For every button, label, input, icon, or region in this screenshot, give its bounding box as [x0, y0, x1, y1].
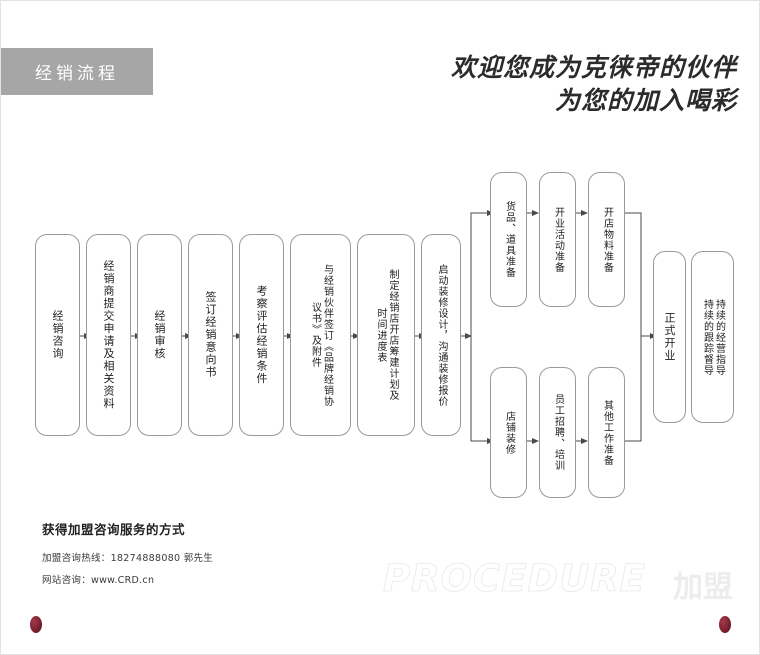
flow-node[interactable]: 与经销伙伴签订《品牌经销协 议书》及附件	[290, 234, 351, 436]
footer-website: 网站咨询：www.CRD.cn	[42, 575, 155, 586]
flow-node[interactable]: 经销审核	[137, 234, 182, 436]
flow-node-label: 签订经销意向书	[204, 291, 217, 379]
flow-node[interactable]: 货品、道具准备	[490, 172, 527, 307]
flow-node-label: 开店物料准备	[601, 206, 613, 273]
flow-node-label: 经销咨询	[51, 310, 64, 360]
flow-node-label: 开业活动准备	[552, 206, 564, 273]
corner-ornament-left-icon	[30, 616, 42, 633]
headline-line-1: 欢迎您成为克徕帝的伙伴	[450, 53, 737, 82]
section-tag: 经销流程	[1, 48, 153, 95]
flow-node-label: 与经销伙伴签订《品牌经销协	[321, 263, 333, 407]
watermark-cn: 加盟	[673, 570, 733, 605]
flow-node[interactable]: 开店物料准备	[588, 172, 625, 307]
headline-line-2: 为您的加入喝彩	[554, 86, 737, 115]
flow-node-label: 经销商提交申请及相关资料	[102, 260, 115, 410]
flow-node[interactable]: 启动装修设计，沟通装修报价	[421, 234, 461, 436]
flow-node-label: 持续的经营指导	[713, 298, 725, 376]
page-title: 欢迎您成为克徕帝的伙伴 为您的加入喝彩	[317, 51, 737, 117]
flow-node-label-2: 时间进度表	[375, 307, 386, 363]
flow-node-label: 员工招聘、培训	[552, 394, 564, 471]
flow-node[interactable]: 经销商提交申请及相关资料	[86, 234, 131, 436]
flow-node-label: 其他工作准备	[601, 399, 613, 466]
flow-node[interactable]: 制定经销店开店筹建计划及 时间进度表	[357, 234, 415, 436]
footer-hotline: 加盟咨询热线：18274888080 郭先生	[42, 553, 214, 564]
flow-node[interactable]: 正式开业	[653, 251, 686, 423]
flow-node[interactable]: 签订经销意向书	[188, 234, 233, 436]
watermark-en: PROCEDURE	[382, 557, 647, 601]
flow-node[interactable]: 考察评估经销条件	[239, 234, 284, 436]
flow-node-label: 考察评估经销条件	[255, 285, 268, 385]
flow-node-label: 经销审核	[153, 310, 166, 360]
corner-ornament-right-icon	[719, 616, 731, 633]
flow-node-label: 店铺装修	[503, 410, 515, 455]
section-tag-label: 经销流程	[35, 64, 119, 84]
flow-node-label: 制定经销店开店筹建计划及	[387, 269, 398, 401]
flow-node[interactable]: 其他工作准备	[588, 367, 625, 498]
flow-node-label: 正式开业	[663, 312, 676, 362]
flow-node[interactable]: 员工招聘、培训	[539, 367, 576, 498]
flow-node[interactable]: 店铺装修	[490, 367, 527, 498]
flow-node[interactable]: 开业活动准备	[539, 172, 576, 307]
footer-title: 获得加盟咨询服务的方式	[42, 522, 186, 537]
flow-node[interactable]: 经销咨询	[35, 234, 80, 436]
flow-node-label: 启动装修设计，沟通装修报价	[436, 263, 447, 407]
flow-node[interactable]: 持续的经营指导 持续的跟踪督导	[691, 251, 734, 423]
flow-node-label-2: 议书》及附件	[309, 302, 321, 368]
flow-node-label: 货品、道具准备	[503, 201, 515, 278]
flow-node-label-2: 持续的跟踪督导	[701, 298, 713, 376]
